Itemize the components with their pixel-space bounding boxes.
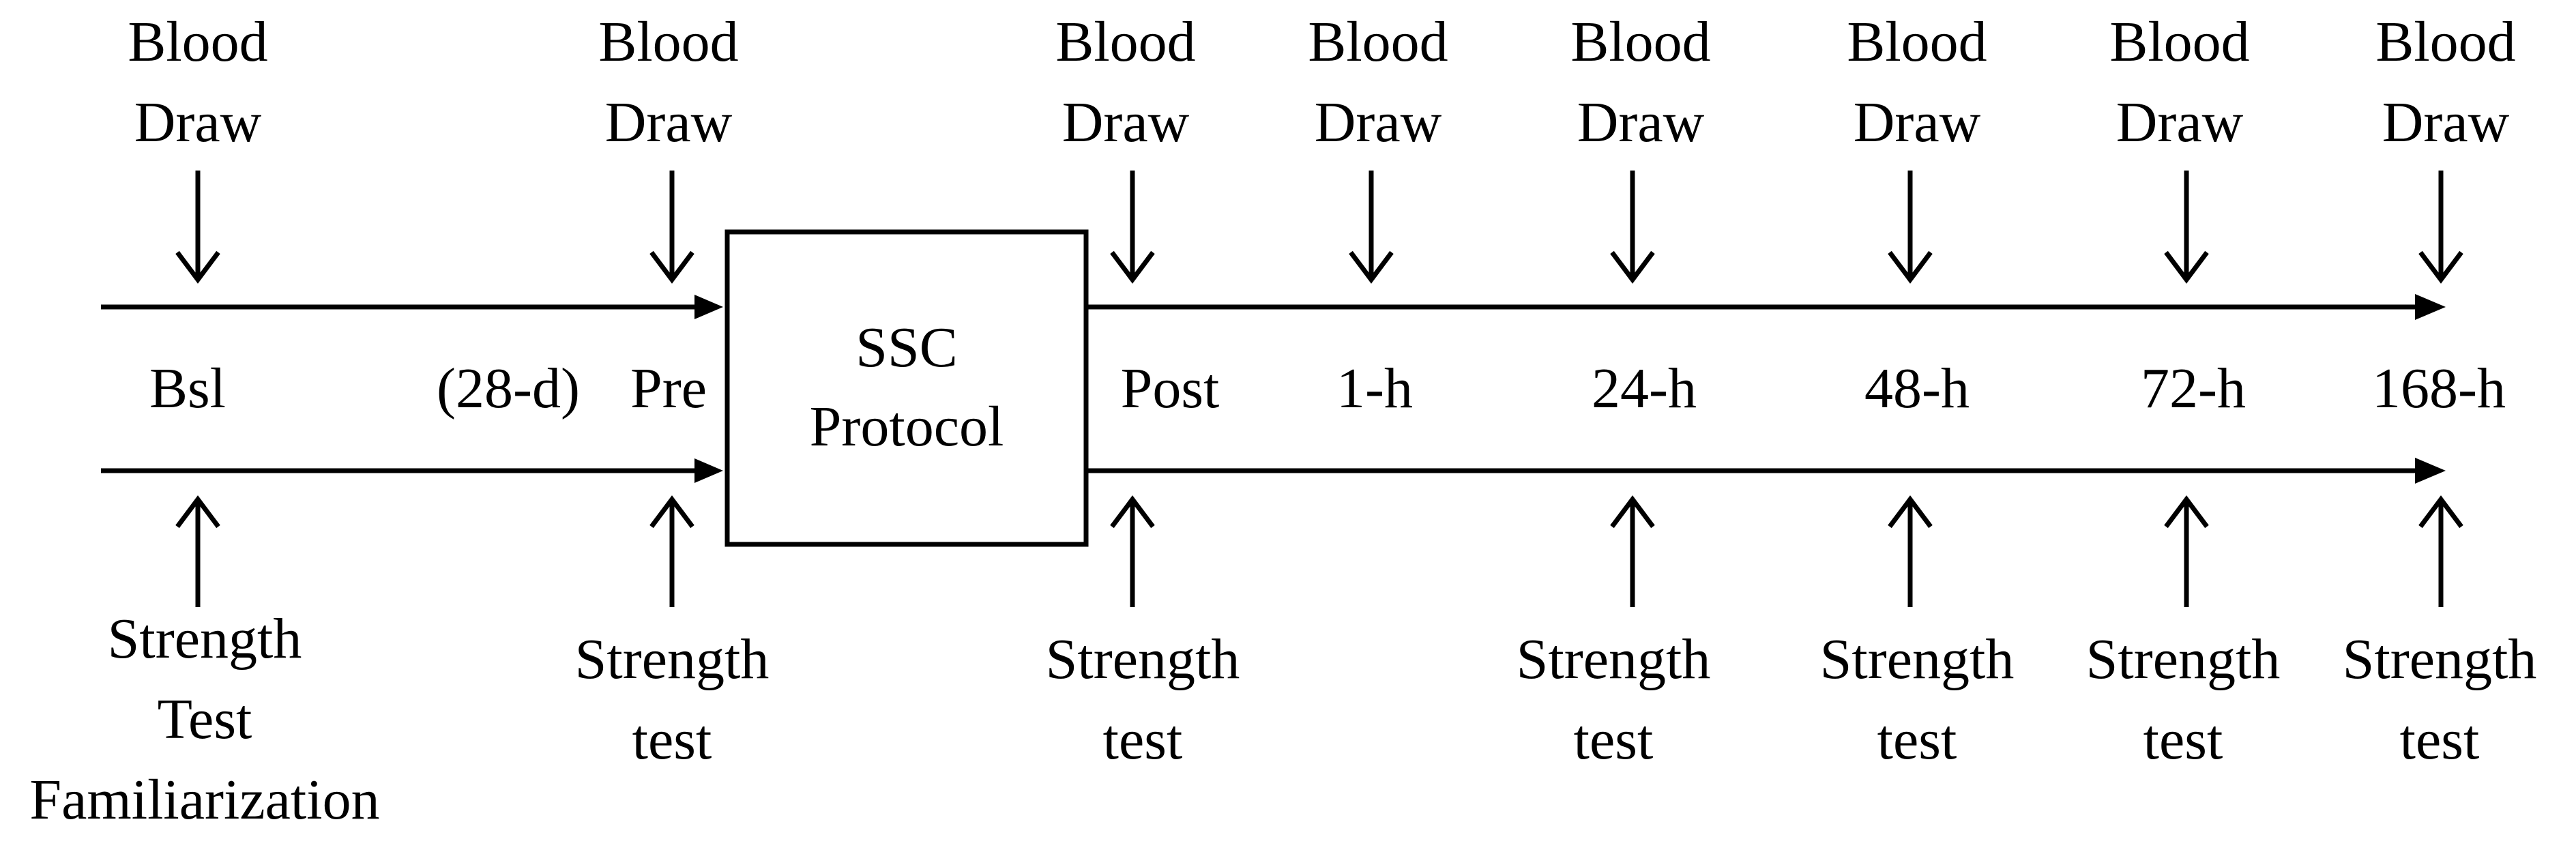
up-arrow-bsl xyxy=(175,495,220,607)
ssc-protocol-box xyxy=(724,229,1089,547)
down-arrow-72h xyxy=(2164,171,2209,284)
lower-timeline-right-arrowhead xyxy=(2415,458,2446,484)
timepoint-interval: (28-d) xyxy=(437,357,580,420)
strength-test-arrows xyxy=(175,495,2463,607)
down-arrow-bsl xyxy=(175,171,220,284)
up-arrow-72h xyxy=(2164,495,2209,607)
timepoint-48h: 48-h xyxy=(1864,357,1970,420)
down-arrow-post xyxy=(1110,171,1155,284)
up-arrow-post xyxy=(1110,495,1155,607)
up-arrow-pre xyxy=(649,495,694,607)
blood-draw-arrows xyxy=(175,171,2463,284)
timepoint-168h: 168-h xyxy=(2372,357,2506,420)
timepoint-1h: 1-h xyxy=(1336,357,1413,420)
up-arrow-24h xyxy=(1610,495,1655,607)
timepoint-pre: Pre xyxy=(630,357,707,420)
timepoint-bsl: Bsl xyxy=(149,357,226,420)
upper-timeline-right-arrowhead xyxy=(2415,294,2446,320)
down-arrow-1h xyxy=(1349,171,1394,284)
up-arrow-48h xyxy=(1888,495,1933,607)
up-arrow-168h xyxy=(2418,495,2463,607)
timepoint-post: Post xyxy=(1120,357,1220,420)
down-arrow-pre xyxy=(649,171,694,284)
down-arrow-24h xyxy=(1610,171,1655,284)
upper-timeline-left-arrowhead xyxy=(694,295,723,319)
timepoint-72h: 72-h xyxy=(2141,357,2246,420)
down-arrow-48h xyxy=(1888,171,1933,284)
lower-timeline-left-arrowhead xyxy=(694,458,723,483)
timepoint-24h: 24-h xyxy=(1592,357,1697,420)
down-arrow-168h xyxy=(2418,171,2463,284)
